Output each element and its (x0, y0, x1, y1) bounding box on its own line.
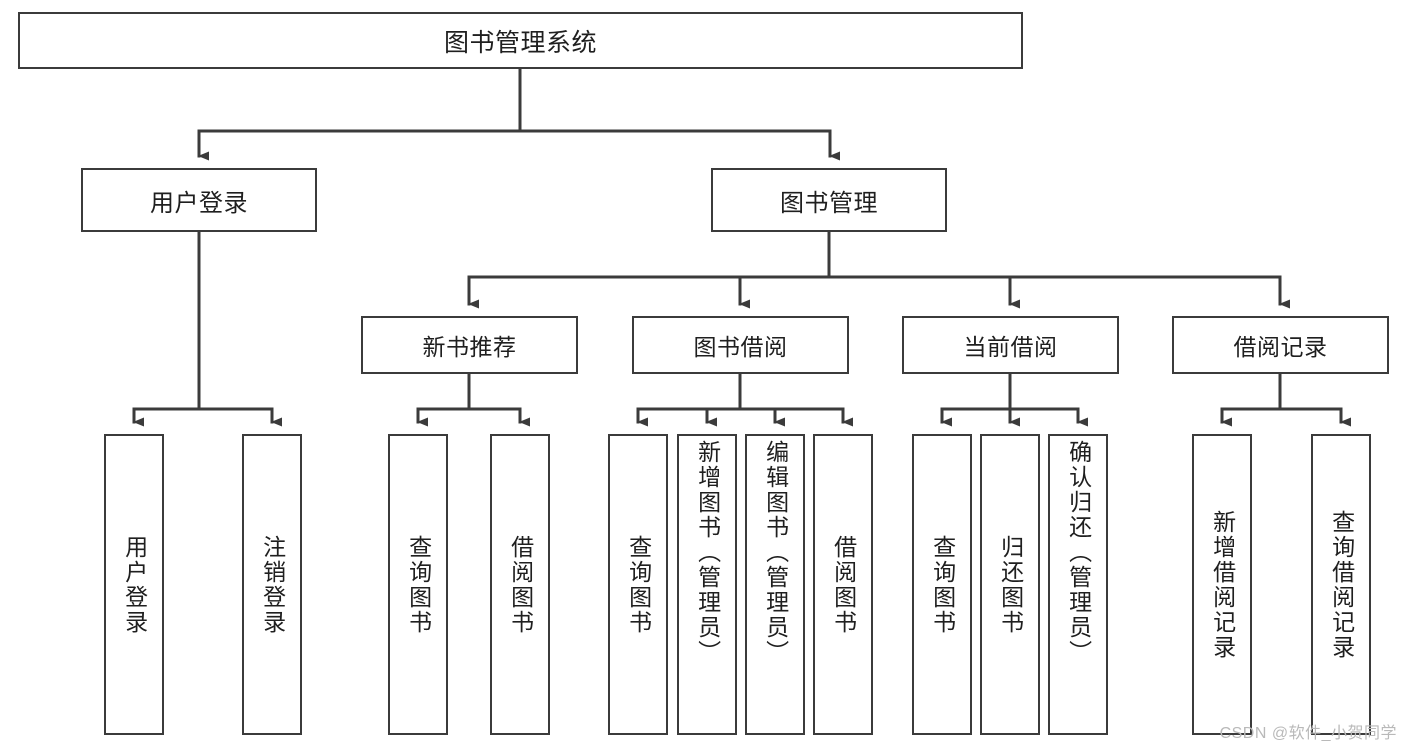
leaf-user-login-logout[interactable]: 注销登录 (242, 434, 302, 735)
node-user-login[interactable]: 用户登录 (81, 168, 317, 232)
leaf-new-book-query-label: 查询图书 (405, 534, 432, 635)
node-book-management-label: 图书管理 (780, 189, 878, 217)
leaf-new-book-query[interactable]: 查询图书 (388, 434, 448, 735)
leaf-book-borrow-query-label: 查询图书 (625, 534, 652, 635)
leaf-current-borrow-return[interactable]: 归还图书 (980, 434, 1040, 735)
leaf-user-login-logout-label: 注销登录 (259, 534, 286, 635)
node-book-borrow[interactable]: 图书借阅 (632, 316, 849, 374)
leaf-borrow-record-add-label: 新增借阅记录 (1209, 509, 1236, 660)
leaf-user-login-login-label: 用户登录 (121, 534, 148, 635)
leaf-current-borrow-query[interactable]: 查询图书 (912, 434, 972, 735)
node-book-management[interactable]: 图书管理 (711, 168, 947, 232)
node-user-login-label: 用户登录 (150, 189, 248, 217)
node-new-book-recommend[interactable]: 新书推荐 (361, 316, 578, 374)
leaf-book-borrow-borrow[interactable]: 借阅图书 (813, 434, 873, 735)
leaf-user-login-login[interactable]: 用户登录 (104, 434, 164, 735)
leaf-new-book-borrow-label: 借阅图书 (507, 534, 534, 635)
node-new-book-recommend-label: 新书推荐 (422, 334, 517, 360)
watermark: CSDN @软件_小贺同学 (1219, 725, 1397, 742)
leaf-book-borrow-add[interactable]: 新增图书（管理员） (677, 434, 737, 735)
leaf-borrow-record-add[interactable]: 新增借阅记录 (1192, 434, 1252, 735)
leaf-current-borrow-return-label: 归还图书 (997, 534, 1024, 635)
leaf-book-borrow-edit[interactable]: 编辑图书（管理员） (745, 434, 805, 735)
leaf-current-borrow-confirm-return[interactable]: 确认归还（管理员） (1048, 434, 1108, 735)
leaf-book-borrow-query[interactable]: 查询图书 (608, 434, 668, 735)
node-root-system[interactable]: 图书管理系统 (18, 12, 1023, 69)
node-borrow-record[interactable]: 借阅记录 (1172, 316, 1389, 374)
node-current-borrow-label: 当前借阅 (963, 334, 1058, 360)
leaf-borrow-record-query-label: 查询借阅记录 (1328, 509, 1355, 660)
leaf-book-borrow-borrow-label: 借阅图书 (830, 534, 857, 635)
node-root-system-label: 图书管理系统 (443, 28, 597, 57)
leaf-current-borrow-confirm-return-label: 确认归还（管理员） (1065, 440, 1092, 665)
node-book-borrow-label: 图书借阅 (693, 334, 788, 360)
leaf-new-book-borrow[interactable]: 借阅图书 (490, 434, 550, 735)
leaf-book-borrow-edit-label: 编辑图书（管理员） (762, 440, 789, 665)
node-borrow-record-label: 借阅记录 (1233, 334, 1328, 360)
node-current-borrow[interactable]: 当前借阅 (902, 316, 1119, 374)
leaf-borrow-record-query[interactable]: 查询借阅记录 (1311, 434, 1371, 735)
leaf-book-borrow-add-label: 新增图书（管理员） (694, 440, 721, 665)
leaf-current-borrow-query-label: 查询图书 (929, 534, 956, 635)
